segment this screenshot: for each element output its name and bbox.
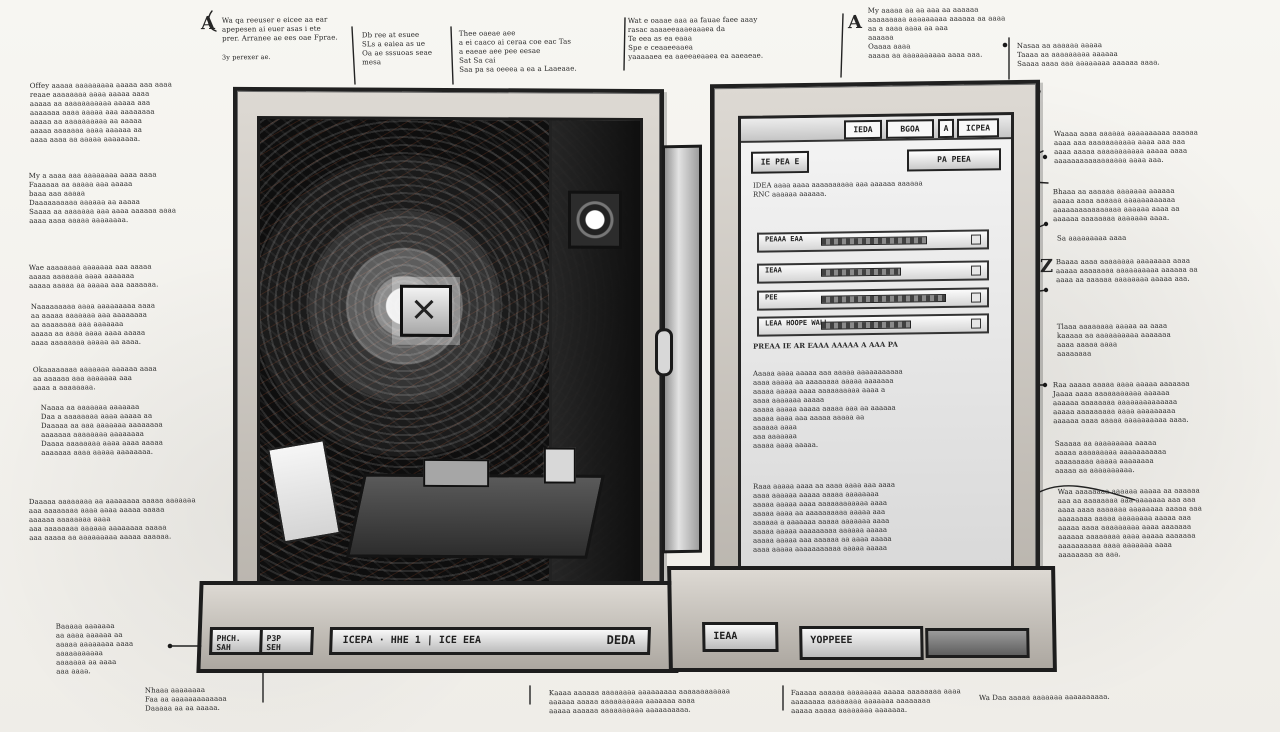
right-action-button[interactable]: PA PEEA bbox=[907, 148, 1001, 172]
right-note-8: Waa aaaaaaaa aaaaaa aaaaa aa aaaaaa aaa … bbox=[1057, 486, 1203, 559]
left-deck-small-text: PHCH. SAH bbox=[216, 634, 241, 652]
left-scene bbox=[257, 115, 643, 603]
left-deck-end-text: DEDA bbox=[606, 633, 636, 647]
right-note-6: Raa aaaaa aaaaa aaaa aaaaa aaaaaaa Jaaaa… bbox=[1052, 379, 1190, 425]
bottom-mid-note-2: Faaaaa aaaaaa aaaaaaaa aaaaa aaaaaaaa aa… bbox=[790, 687, 961, 715]
top-mid-note-2: Thee oaeae aee a ei caaco ai ceraa coe e… bbox=[458, 29, 577, 74]
left-note-1: Offey aaaaa aaaaaaaaa aaaaa aaa aaaa rea… bbox=[29, 80, 173, 144]
left-note-5: Okaaaaaaaa aaaaaaa aaaaaa aaaa aa aaaaaa… bbox=[32, 364, 157, 392]
form-row-1[interactable]: PEAAA EAA bbox=[757, 229, 989, 253]
tab-a[interactable]: A bbox=[938, 118, 954, 139]
left-deck-main-slot[interactable]: ICEPA · HHE 1 | ICE EEA DEDA bbox=[329, 627, 651, 655]
left-action-button[interactable]: IE PEA E bbox=[751, 150, 809, 174]
top-left-subnote: 3y perexer ae. bbox=[221, 52, 271, 62]
form-row-1-label: PEAAA EAA bbox=[765, 235, 803, 244]
top-right-letter: A bbox=[847, 11, 863, 34]
cabinet-door-edge[interactable] bbox=[662, 144, 702, 554]
form-row-4-label: LEAA HOOPE WALL bbox=[765, 318, 829, 328]
right-screen-panel: IEDA BGOA A ICPEA IE PEA E PA PEEA IDEA … bbox=[738, 112, 1014, 590]
screen-copy-b: PREAA IE AR EAAA AAAAA A AAA PA bbox=[753, 339, 898, 351]
left-control-deck: PHCH. SAH P3P SEH ICEPA · HHE 1 | ICE EE… bbox=[196, 581, 682, 673]
left-note-3: Wae aaaaaaaa aaaaaaa aaa aaaaa aaaaa aaa… bbox=[28, 262, 159, 290]
bottom-left-note: Nhaaa aaaaaaaa Faa aa aaaaaaaaaaaaa Daaa… bbox=[144, 685, 227, 713]
left-note-6: Naaaa aa aaaaaaa aaaaaaa Daa a aaaaaaaa … bbox=[40, 402, 164, 457]
left-note-7: Daaaaa aaaaaaaa aa aaaaaaaa aaaaa aaaaaa… bbox=[28, 496, 196, 542]
top-left-note: Wa qa reeuser e eicee aa ear apepesen ai… bbox=[221, 15, 338, 43]
screen-copy-d: Raaa aaaaa aaaa aa aaaa aaaa aaa aaaa aa… bbox=[753, 480, 896, 554]
right-note-4: Baaaa aaaa aaaaaaaa aaaaaaaa aaaa aaaaa … bbox=[1055, 256, 1198, 284]
right-deck-slot-1-label: IEAA bbox=[713, 631, 738, 642]
top-mid-note-3: Wat e oaaae aaa aa fauae faee aaay rasac… bbox=[627, 15, 764, 61]
desk-setup bbox=[346, 473, 605, 559]
right-note-5: Tlaaa aaaaaaaa aaaaa aa aaaa kaaaaa aa a… bbox=[1056, 321, 1171, 358]
form-row-4-progress bbox=[821, 320, 912, 330]
screen-copy-c: Aaaaa aaaa aaaaa aaa aaaaa aaaaaaaaaaa a… bbox=[753, 367, 903, 450]
screen-copy-a: IDEA aaaa aaaa aaaaaaaaaa aaa aaaaaa aaa… bbox=[753, 179, 923, 199]
form-row-1-progress bbox=[821, 236, 928, 246]
right-note-2: Bhaaa aa aaaaaa aaaaaaa aaaaaa aaaaa aaa… bbox=[1052, 186, 1180, 223]
right-letter: Z bbox=[1039, 255, 1054, 278]
form-row-3-progress bbox=[821, 294, 947, 304]
central-core-icon bbox=[400, 284, 452, 338]
right-display-cabinet: IEDA BGOA A ICPEA IE PEA E PA PEEA IDEA … bbox=[710, 79, 1040, 613]
right-deck-slot-1[interactable]: IEAA bbox=[702, 622, 779, 652]
left-display-cabinet bbox=[233, 86, 664, 618]
right-deck-slot-2-label: YOPPEEE bbox=[810, 635, 853, 646]
left-deck-sub-label: P3P SEH bbox=[259, 627, 314, 655]
form-row-4[interactable]: LEAA HOOPE WALL bbox=[757, 313, 989, 337]
left-note-8: Baaaaa aaaaaaa aa aaaa aaaaaa aa aaaaa a… bbox=[55, 621, 134, 676]
wall-frame-icon bbox=[568, 190, 622, 249]
screen-topbar: IEDA BGOA A ICPEA bbox=[741, 115, 1011, 143]
top-right-note: My aaaaa aa aa aaa aa aaaaaa aaaaaaaaa a… bbox=[867, 5, 1006, 60]
right-control-deck: IEAA YOPPEEE bbox=[667, 566, 1057, 672]
right-note-3: Sa aaaaaaaaa aaaa bbox=[1056, 233, 1127, 243]
right-note-7: Saaaaa aa aaaaaaaaa aaaaa aaaaa aaaaaaaa… bbox=[1054, 438, 1167, 475]
screen-button-row: IE PEA E PA PEEA bbox=[751, 148, 1001, 174]
form-row-3-label: PEE bbox=[765, 293, 778, 302]
left-deck-sub-text: P3P SEH bbox=[266, 634, 282, 652]
form-row-2[interactable]: IEAA bbox=[757, 260, 989, 284]
form-row-2-label: IEAA bbox=[765, 266, 782, 275]
left-note-2: My a aaaa aaa aaaaaaaa aaaa aaaa Faaaaaa… bbox=[28, 170, 177, 225]
top-left-letter: A bbox=[200, 12, 216, 35]
right-deck-slot-2[interactable]: YOPPEEE bbox=[799, 626, 924, 660]
top-far-right-note: Nasaa aa aaaaaa aaaaa Taaaa aa aaaaaaaaa… bbox=[1016, 41, 1160, 68]
form-row-3[interactable]: PEE bbox=[757, 287, 989, 311]
bottom-mid-note-1: Kaaaa aaaaaa aaaaaaaa aaaaaaaaa aaaaaaaa… bbox=[548, 687, 731, 716]
top-mid-note-1: Db ree at esuee SLs a eaiea as ue Oa ae … bbox=[361, 30, 433, 67]
left-deck-main-text: ICEPA · HHE 1 | ICE EEA bbox=[342, 635, 482, 646]
tab-icpea[interactable]: ICPEA bbox=[957, 118, 999, 138]
right-note-1: Waaaa aaaa aaaaaa aaaaaaaaaa aaaaaa aaaa… bbox=[1053, 128, 1199, 165]
paper-stack bbox=[267, 439, 341, 544]
form-row-2-progress bbox=[821, 267, 902, 277]
right-deck-slot-3[interactable] bbox=[925, 628, 1030, 658]
left-note-4: Naaaaaaaaa aaaa aaaaaaaaa aaaa aa aaaaa … bbox=[30, 301, 156, 347]
tab-bgoa[interactable]: BGOA bbox=[886, 119, 934, 139]
tab-ieda[interactable]: IEDA bbox=[844, 119, 882, 140]
